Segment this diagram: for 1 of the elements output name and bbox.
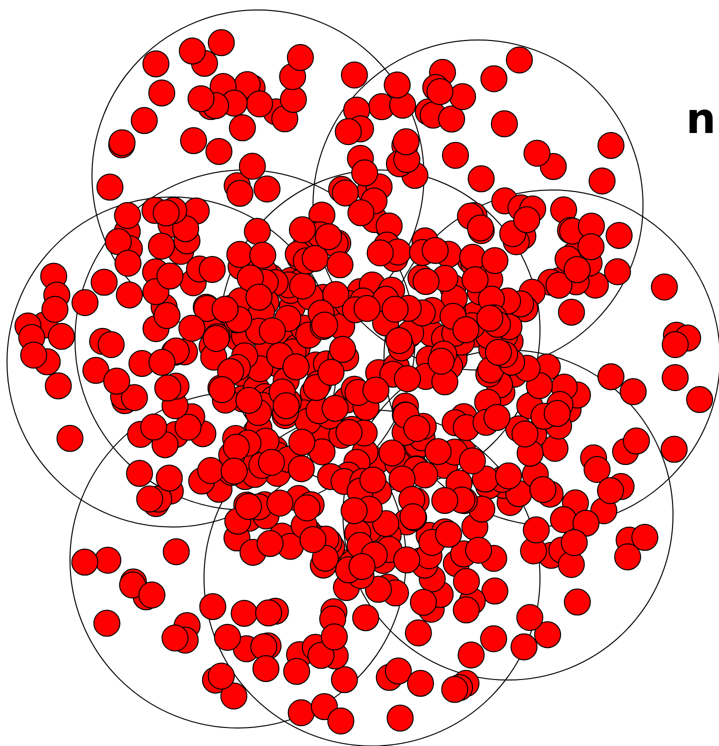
variable-label: n <box>686 98 716 140</box>
